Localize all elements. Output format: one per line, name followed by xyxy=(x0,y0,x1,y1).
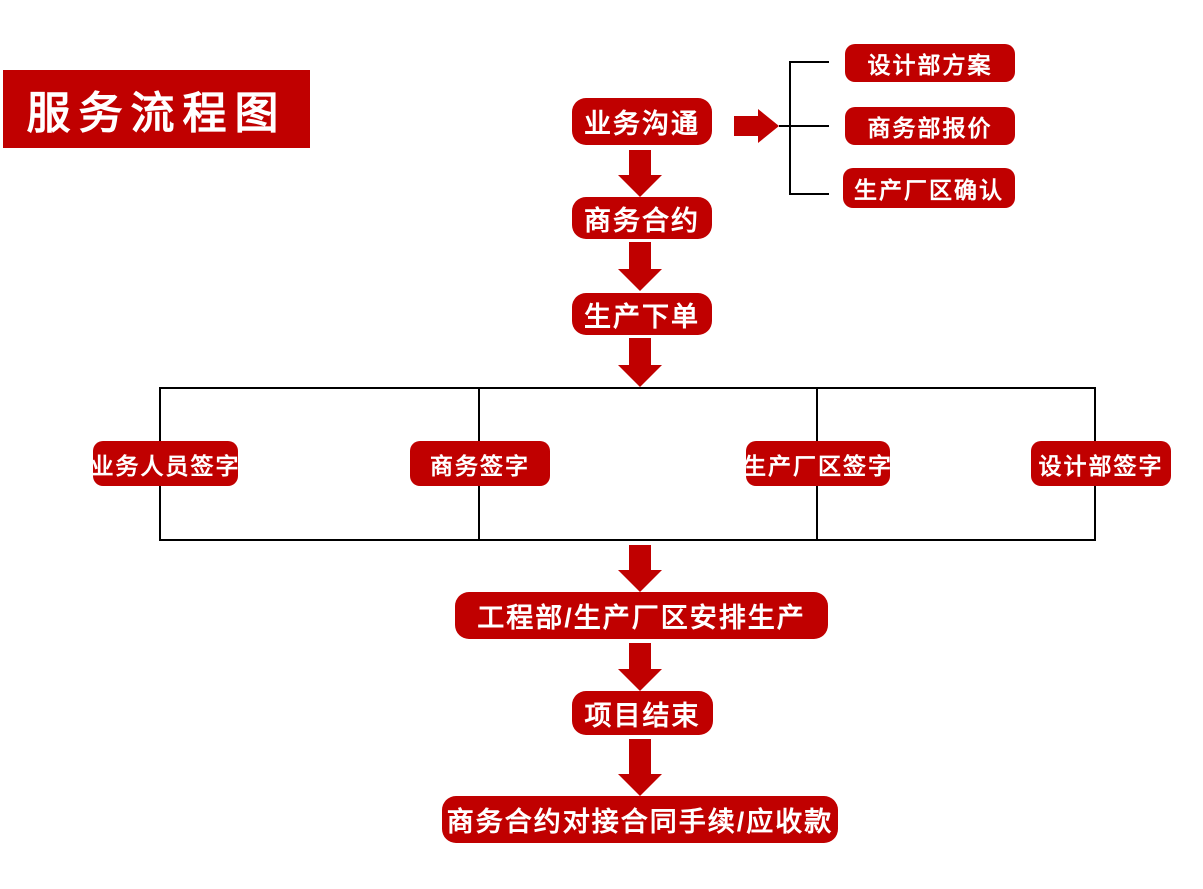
arrow-shaft xyxy=(629,739,651,774)
node-project-end: 项目结束 xyxy=(572,691,713,735)
node-arrange-production: 工程部/生产厂区安排生产 xyxy=(455,592,828,639)
arrow-shaft xyxy=(629,150,651,175)
down-block-arrow-icon xyxy=(618,150,662,197)
arrow-head xyxy=(618,365,662,387)
arrow-shaft xyxy=(629,643,651,669)
down-block-arrow-icon xyxy=(618,739,662,796)
node-design-dept-signature: 设计部签字 xyxy=(1031,441,1171,486)
down-block-arrow-icon xyxy=(618,643,662,691)
arrow-shaft xyxy=(629,242,651,269)
arrow-shaft xyxy=(629,545,651,570)
node-commerce-signature: 商务签字 xyxy=(410,441,550,486)
arrow-head xyxy=(758,109,779,143)
down-block-arrow-icon xyxy=(618,338,662,387)
bracket-stub-top xyxy=(789,61,829,63)
arrow-head xyxy=(618,570,662,592)
signature-group-frame xyxy=(159,387,1096,541)
arrow-head xyxy=(618,669,662,691)
node-production-order: 生产下单 xyxy=(572,293,712,335)
page-title: 服务流程图 xyxy=(3,70,310,148)
node-plant-signature: 生产厂区签字 xyxy=(743,441,891,486)
node-commerce-dept-quote: 商务部报价 xyxy=(845,107,1015,145)
bracket-vertical-line xyxy=(789,61,791,195)
arrow-head xyxy=(618,175,662,197)
arrow-shaft xyxy=(629,338,651,365)
arrow-head xyxy=(618,774,662,796)
right-block-arrow-icon xyxy=(734,109,779,143)
down-block-arrow-icon xyxy=(618,242,662,291)
down-block-arrow-icon xyxy=(618,545,662,592)
node-business-communication: 业务沟通 xyxy=(572,98,712,145)
node-plant-confirmation: 生产厂区确认 xyxy=(843,168,1015,208)
arrow-head xyxy=(618,269,662,291)
node-contract-settlement: 商务合约对接合同手续/应收款 xyxy=(442,796,838,843)
node-sales-staff-signature: 业务人员签字 xyxy=(91,441,239,486)
arrow-shaft xyxy=(734,116,758,136)
node-business-contract: 商务合约 xyxy=(572,197,712,239)
bracket-stub-middle xyxy=(779,125,829,127)
node-design-dept-plan: 设计部方案 xyxy=(845,44,1015,82)
bracket-stub-bottom xyxy=(789,193,829,195)
